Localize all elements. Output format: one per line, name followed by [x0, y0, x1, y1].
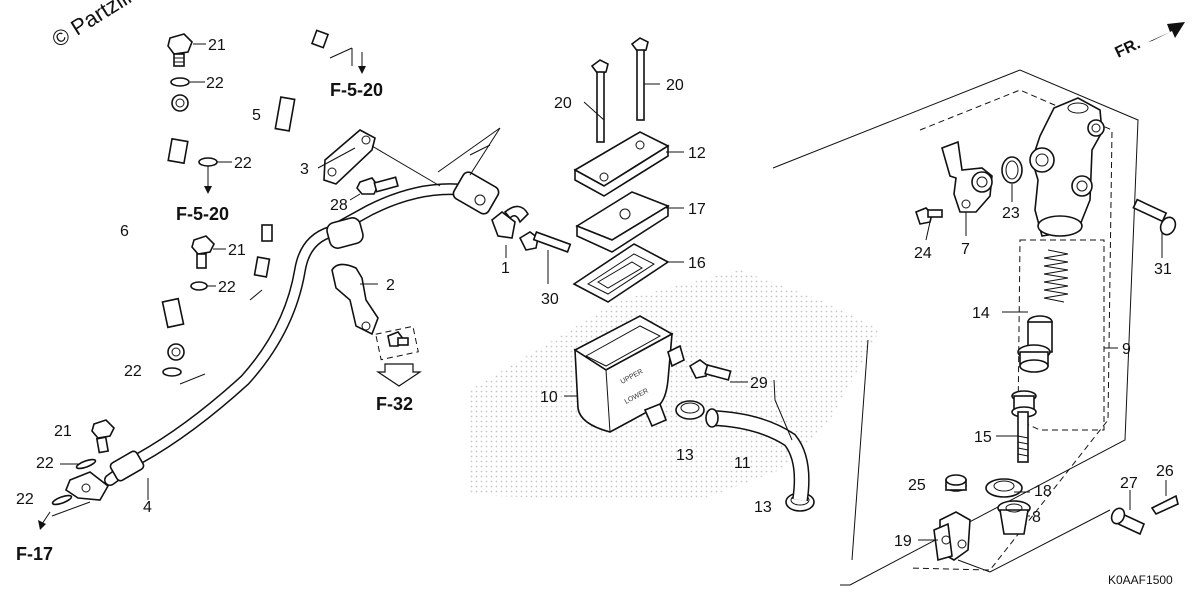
sealing-washer-icon — [198, 157, 218, 167]
ref-f-32: F-32 — [376, 394, 413, 414]
banjo-bolt-icon — [167, 33, 193, 67]
callout-27: 27 — [1120, 475, 1138, 492]
callout-13: 13 — [754, 499, 772, 516]
callout-4: 4 — [143, 499, 152, 516]
banjo-bolt-icon — [91, 419, 115, 454]
hose-clamp-1 — [491, 205, 529, 239]
cotter-pin-26 — [1150, 494, 1179, 516]
callout-5: 5 — [252, 107, 261, 124]
callout-22: 22 — [218, 279, 236, 296]
callout-21: 21 — [228, 242, 246, 259]
callout-23: 23 — [1002, 205, 1020, 222]
master-cylinder-group — [772, 69, 1179, 586]
bolt-31-icon — [1132, 198, 1177, 236]
lower-hose-4 — [65, 171, 500, 501]
bushing-8-icon — [997, 500, 1031, 535]
callout-22: 22 — [206, 75, 224, 92]
callout-22: 22 — [234, 155, 252, 172]
ref-f-5-20-top: F-5-20 — [330, 80, 383, 100]
callout-20: 20 — [666, 77, 684, 94]
callout-11: 11 — [734, 455, 751, 472]
ref-f-17: F-17 — [16, 544, 53, 564]
callout-28: 28 — [330, 197, 348, 214]
reservoir-cap-12 — [573, 131, 670, 197]
ref-f-5-20-left: F-5-20 — [176, 204, 229, 224]
callout-13: 13 — [676, 447, 694, 464]
callout-25: 25 — [908, 477, 926, 494]
assembly-leader-lines — [51, 47, 1111, 573]
sealing-washer-icon — [170, 77, 190, 87]
callout-22: 22 — [36, 455, 54, 472]
hose-joint-7 — [941, 140, 993, 213]
callout-31: 31 — [1154, 261, 1172, 278]
callout-26: 26 — [1156, 463, 1174, 480]
callout-14: 14 — [972, 305, 990, 322]
callout-7: 7 — [961, 241, 970, 258]
callout-8: 8 — [1032, 509, 1041, 526]
part-callouts: 21 22 22 5 6 21 22 22 3 28 2 1 21 22 22 … — [16, 37, 1174, 550]
callout-2: 2 — [386, 277, 395, 294]
callout-9: 9 — [1122, 341, 1131, 358]
sealing-washer-icon — [190, 281, 208, 291]
hose-stay-3 — [323, 129, 376, 185]
callout-17: 17 — [688, 201, 706, 218]
bolt-29-icon — [688, 359, 732, 381]
sealing-washer-icon — [51, 494, 73, 506]
callout-21: 21 — [54, 423, 72, 440]
f520-top-arrow-icon — [358, 52, 366, 74]
watermark-text: © Partzilla — [47, 0, 146, 52]
hose-stay-2 — [331, 263, 379, 336]
bolt-28-icon — [356, 176, 399, 195]
callout-6: 6 — [120, 223, 129, 240]
callout-12: 12 — [688, 145, 706, 162]
push-rod-15 — [1011, 390, 1037, 463]
sealing-washer-icon — [75, 458, 97, 470]
nut-25-icon — [945, 474, 967, 492]
callout-18: 18 — [1034, 483, 1052, 500]
banjo-bolt-icon — [191, 235, 215, 269]
boot-18-icon — [985, 478, 1023, 498]
hose-clamp-13 — [675, 400, 705, 420]
joint-pin-27 — [1110, 507, 1146, 536]
diaphragm-plate-17 — [575, 191, 670, 253]
reservoir-bolts-20 — [590, 37, 649, 143]
sealing-washer-icon — [162, 367, 182, 377]
callout-20: 20 — [554, 95, 572, 112]
f520-left-arrow-icon — [204, 176, 212, 194]
dotted-shading — [470, 270, 880, 500]
screw-24-icon — [915, 207, 943, 225]
front-direction-marker: FR. — [1113, 22, 1185, 62]
o-ring-23-icon — [1001, 156, 1023, 184]
master-cylinder-body — [1029, 97, 1105, 237]
callout-15: 15 — [974, 429, 992, 446]
callout-leaders — [60, 43, 1167, 541]
f32-reference-group — [375, 325, 422, 387]
return-spring-icon — [1043, 249, 1069, 303]
f17-arrow-icon — [38, 511, 51, 530]
callout-30: 30 — [541, 291, 559, 308]
callout-1: 1 — [501, 260, 510, 277]
diagram-code: K0AAF1500 — [1108, 573, 1173, 587]
piston-14 — [1017, 315, 1053, 373]
callout-16: 16 — [688, 255, 706, 272]
callout-10: 10 — [540, 389, 558, 406]
callout-22: 22 — [124, 363, 142, 380]
upper-hose-assembly — [157, 18, 330, 377]
callout-22: 22 — [16, 491, 34, 508]
reservoir-tank-10: UPPER LOWER — [573, 315, 685, 433]
front-label: FR. — [1113, 35, 1144, 61]
clevis-joint-19 — [933, 511, 971, 562]
front-arrow-icon — [1148, 22, 1185, 42]
down-arrow-icon — [376, 363, 422, 387]
callout-29: 29 — [750, 375, 768, 392]
callout-19: 19 — [894, 533, 912, 550]
callout-3: 3 — [300, 161, 309, 178]
bolt-icon — [387, 331, 409, 347]
reservoir-hose-11 — [705, 408, 810, 502]
callout-24: 24 — [914, 245, 932, 262]
bolt-30-icon — [518, 231, 572, 253]
callout-21: 21 — [208, 37, 226, 54]
